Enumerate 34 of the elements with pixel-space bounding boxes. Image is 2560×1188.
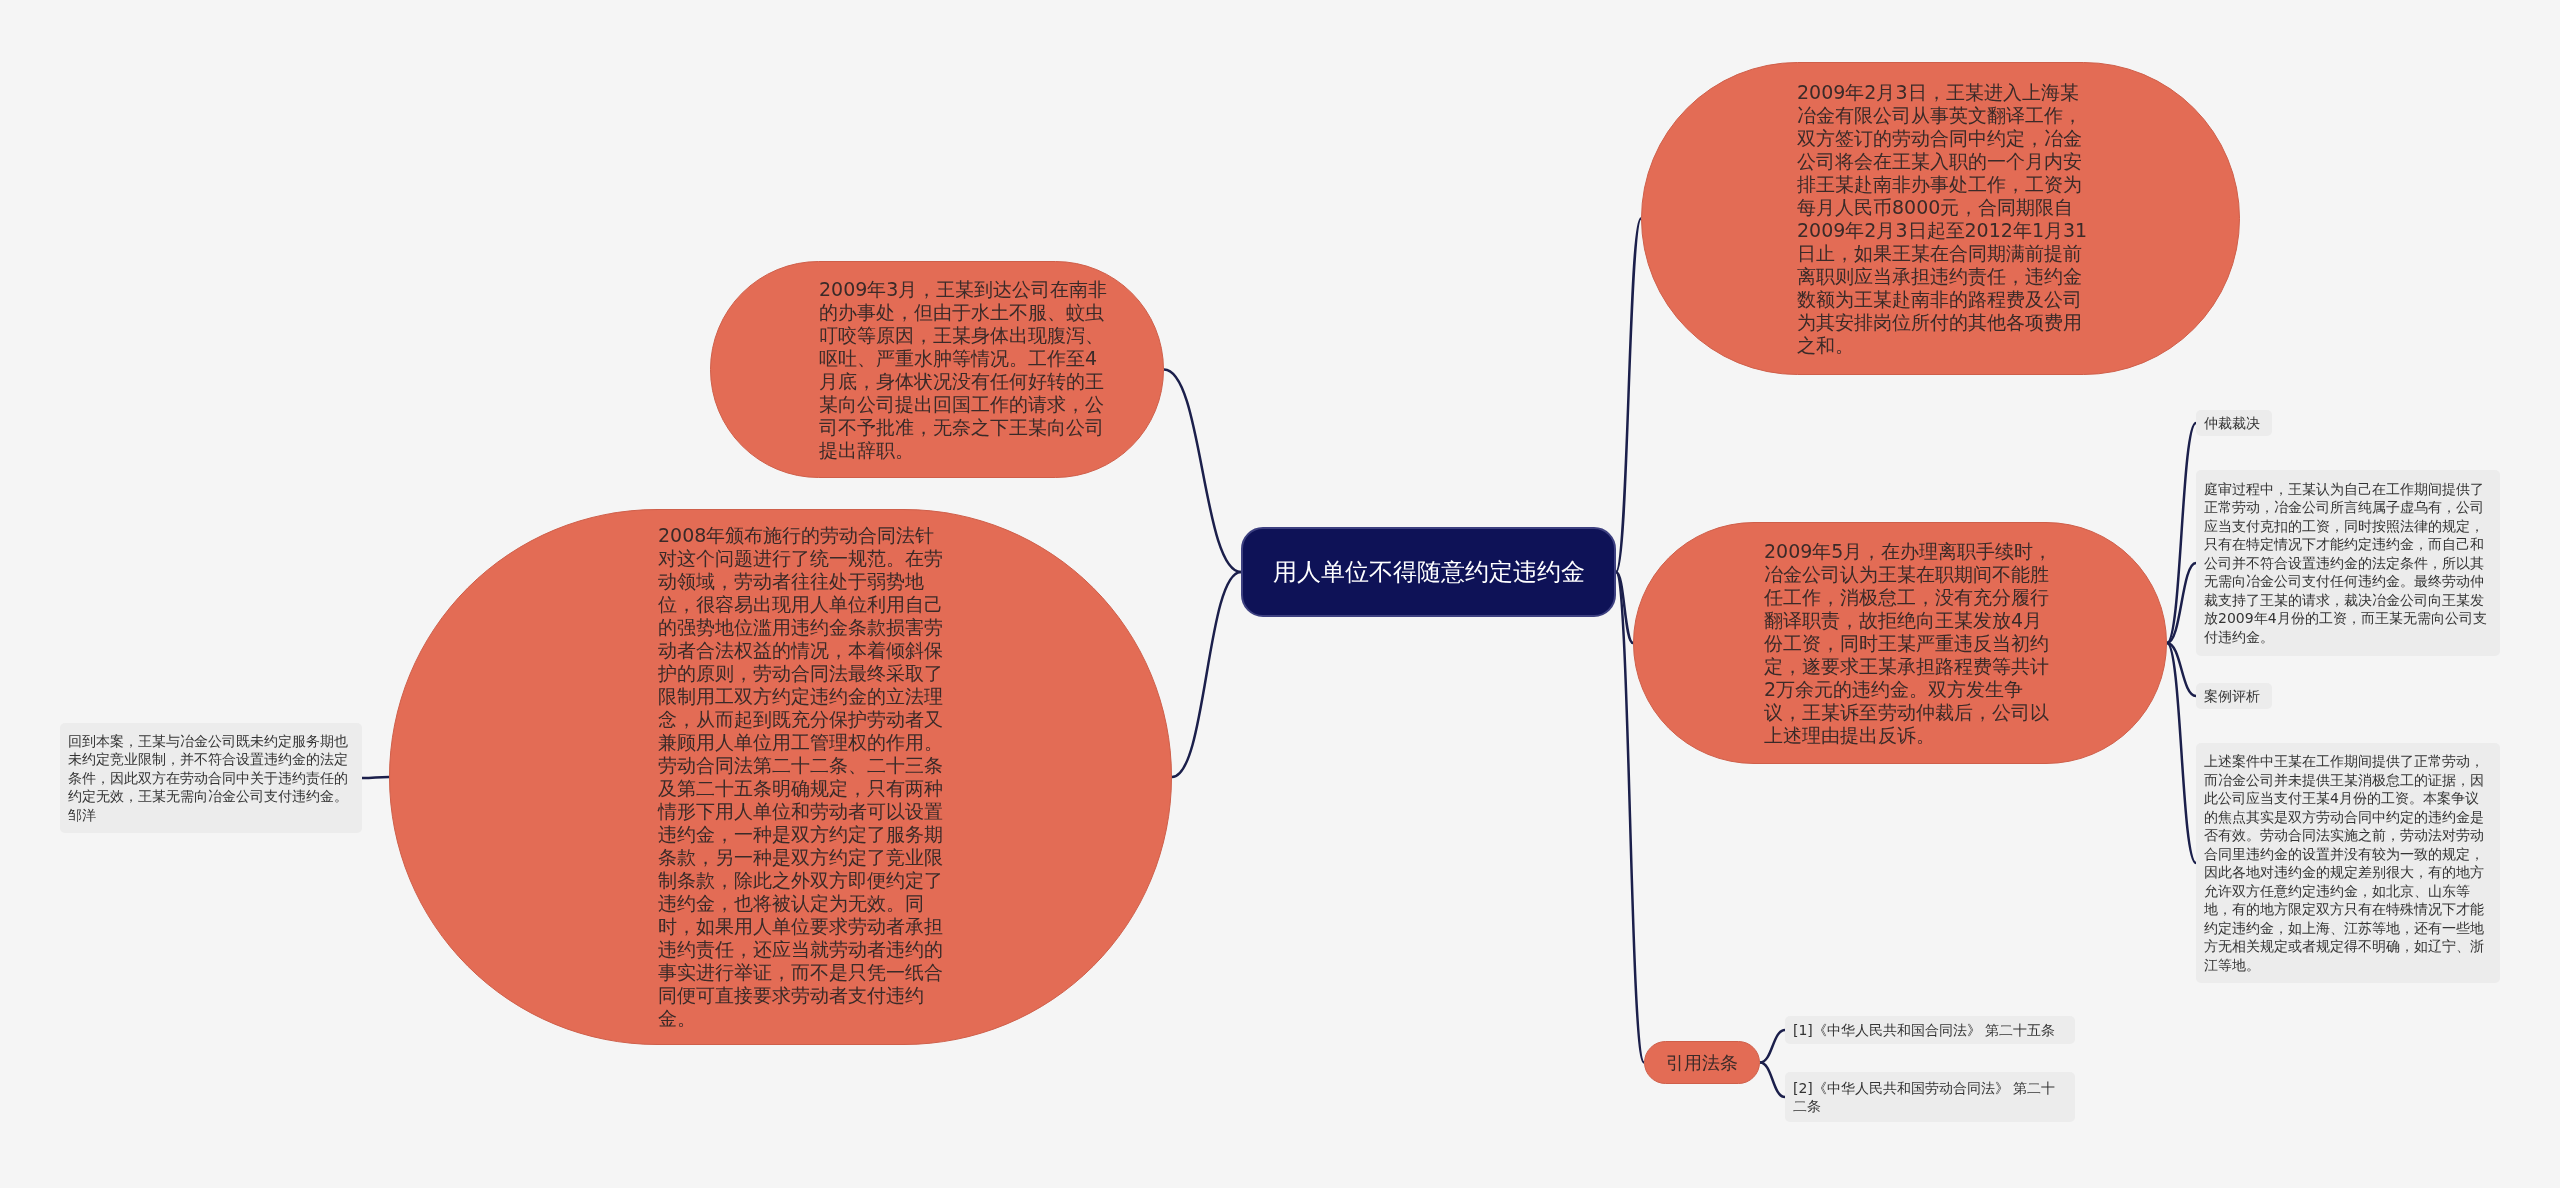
topic-label: 引用法条: [1666, 1050, 1738, 1075]
topic-title: 用人单位不得随意约定违约金: [1271, 557, 1586, 588]
topic-text: 2009年2月3日，王某进入上海某冶金有限公司从事英文翻译工作，双方签订的劳动合同中约定，冶金公司将会在王某入职的一个月内安排王某赴南非办事处工作，工资为每月人民币8000元，合同期限自2009年2月3日起至2012年1月31日止，如果王某在合同期满前提前离职则应当承担违约责任，违约金数额为王某赴南非的路程费及公司为其安排岗位所付的其他各项费用之和。: [1797, 80, 2089, 357]
connector-line: [1759, 1028, 1786, 1064]
connector-line: [2166, 641, 2197, 698]
label-text: 案例评析: [2204, 686, 2261, 706]
connector-line: [1759, 1061, 1786, 1099]
topic-text: 2008年颁布施行的劳动合同法针对这个问题进行了统一规范。在劳动领域，劳动者往往处于弱势地位，很容易出现用人单位利用自己的强势地位滥用违约金条款损害劳动者合法权益的情况，本着倾斜保护的原则，劳动合同法最终采取了限制用工双方约定违约金的立法理念，从而起到既充分保护劳动者又兼顾用人单位用工管理权的作用。劳动合同法第二十二条、二十三条及第二十五条明确规定，只有两种情形下用人单位和劳动者可以设置违约金，一种是双方约定了服务期条款，另一种是双方约定了竞业限制条款，除此之外双方即便约定了违约金，也将被认定为无效。同时，如果用人单位要求劳动者承担违约责任，还应当就劳动者违约的事实进行举证，而不是只凭一纸合同便可直接要求劳动者支付违约金。: [658, 524, 944, 1030]
note-box: [60, 723, 362, 833]
label-box: [2196, 410, 2272, 436]
label-box: [2196, 683, 2272, 709]
note-text: 庭审过程中，王某认为自己在工作期间提供了正常劳动，冶金公司所言纯属子虚乌有，公司应当支付克扣的工资，同时按照法律的规定，只有在特定情况下才能约定违约金，而自己和公司并不符合设置违约金的法定条件，所以其无需向冶金公司支付任何违约金。最终劳动仲裁支持了王某的请求，裁决冶金公司向王某发放2009年4月份的工资，而王某无需向公司支付违约金。: [2204, 479, 2488, 647]
connector-line: [2166, 561, 2197, 645]
author-name: 邹洋: [68, 805, 97, 825]
connector-line: [1614, 218, 1643, 573]
connector-line: [1171, 570, 1242, 779]
note-box: [2196, 470, 2500, 656]
label-box: [1785, 1016, 2075, 1044]
connector-line: [1614, 571, 1646, 1063]
connector-line: [2166, 422, 2197, 644]
connector-line: [362, 775, 389, 780]
label-text: [1]《中华人民共和国合同法》 第二十五条: [1793, 1020, 2057, 1040]
label-box: [1785, 1072, 2075, 1122]
label-text: [2]《中华人民共和国劳动合同法》 第二十二条: [1793, 1078, 2057, 1116]
label-text: 仲裁裁决: [2204, 413, 2261, 433]
topic-text: 2009年3月，王某到达公司在南非的办事处，但由于水土不服、蚊虫叮咬等原因，王某身体出现腹泻、呕吐、严重水肿等情况。工作至4月底，身体状况没有任何好转的王某向公司提出回国工作的请求，公司不予批准，无奈之下王某向公司提出辞职。: [819, 277, 1109, 462]
topic-bubble: [1644, 1041, 1760, 1084]
connector-line: [2166, 642, 2197, 864]
topic-text: 2009年5月，在办理离职手续时，冶金公司认为王某在职期间不能胜任工作，消极怠工，没有充分履行翻译职责，故拒绝向王某发放4月份工资，同时王某严重违反当初约定，遂要求王某承担路程费等共计2万余元的违约金。双方发生争议，王某诉至劳动仲裁后，公司以上述理由提出反诉。: [1764, 539, 2054, 747]
note-text: 回到本案，王某与冶金公司既未约定服务期也未约定竞业限制，并不符合设置违约金的法定条件，因此双方在劳动合同中关于违约责任的约定无效，王某无需向冶金公司支付违约金。: [68, 731, 349, 806]
connector-line: [1615, 571, 1634, 644]
connector-line: [1163, 368, 1242, 574]
note-text: 上述案件中王某在工作期间提供了正常劳动，而冶金公司并未提供王某消极怠工的证据，因此公司应当支付王某4月份的工资。本案争议的焦点其实是双方劳动合同中约定的违约金是否有效。劳动合同法实施之前，劳动法对劳动合同里违约金的设置并没有较为一致的规定，因此各地对违约金的规定差别很大，有的地方允许双方任意约定违约金，如北京、山东等地，有的地方限定双方只有在特殊情况下才能约定违约金，如上海、江苏等地，还有一些地方无相关规定或者规定得不明确，如辽宁、浙江等地。: [2204, 752, 2485, 974]
topic-box: [1241, 527, 1616, 617]
